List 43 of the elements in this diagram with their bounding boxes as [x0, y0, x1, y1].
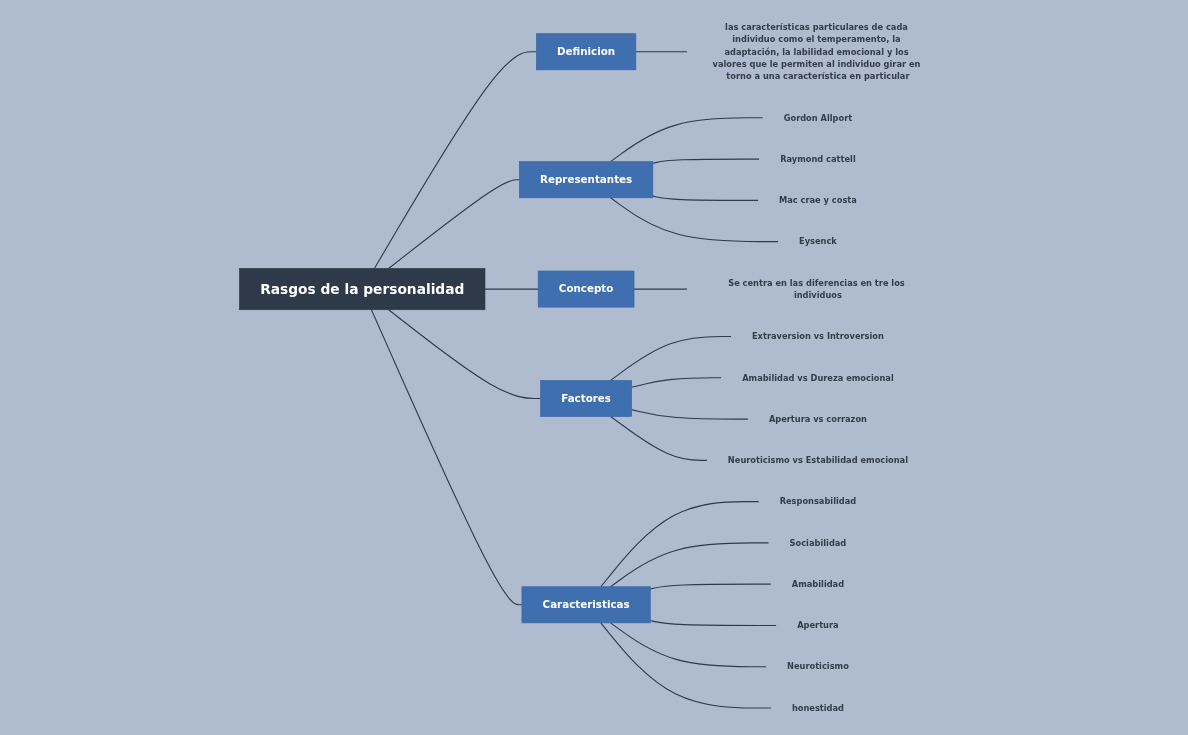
connector — [631, 409, 749, 420]
node-text: Sociabilidad — [789, 538, 847, 548]
node-box: Representantes — [518, 161, 654, 199]
connector — [649, 583, 772, 590]
node-box: Definicion — [535, 33, 637, 71]
connector — [609, 336, 732, 381]
connector — [652, 195, 759, 201]
connector — [388, 309, 542, 399]
node-text: Extraversion vs Introversion — [751, 331, 884, 342]
node-text: Se centra en las diferencias en tre los individuos — [728, 278, 905, 301]
connector — [609, 622, 767, 668]
node-text: Apertura — [797, 620, 839, 631]
node-text: honestidad — [791, 703, 844, 713]
node-text: Neuroticismo vs Estabilidad emocional — [727, 455, 908, 466]
node-box: Concepto — [537, 270, 635, 308]
node-text: Amabilidad — [791, 579, 845, 589]
node-text: Mac crae y costa — [778, 195, 857, 206]
connector — [370, 309, 523, 606]
connector — [609, 117, 764, 163]
connector — [635, 51, 688, 53]
connector — [609, 415, 708, 461]
connector — [609, 197, 779, 243]
connector — [600, 622, 772, 709]
node-box: Rasgos de la personalidad — [239, 268, 486, 311]
node-text: Amabilidad vs Dureza emocional — [742, 372, 894, 383]
connector — [600, 501, 760, 588]
node-text: Neuroticismo — [786, 661, 849, 672]
node-text: Eysenck — [798, 236, 837, 247]
node-text: Apertura vs corrazon — [768, 414, 867, 424]
node-box: Caracteristicas — [521, 586, 651, 624]
node-text: Raymond cattell — [780, 154, 856, 164]
connector — [484, 288, 539, 290]
node-text: Responsabilidad — [779, 496, 857, 507]
connector — [631, 377, 722, 388]
connector — [388, 179, 520, 269]
node-box: Factores — [540, 380, 632, 417]
connector — [652, 158, 760, 164]
node-text: las características particulares de cada individuo como el temperamento, la adaptación, la labilidad emocional y los valores que le permiten al individuo girar en torno a una característica en particular — [712, 22, 921, 82]
node-text: Gordon Allport — [783, 112, 853, 123]
connector — [649, 620, 778, 626]
connector — [373, 51, 537, 269]
connector — [633, 288, 688, 290]
connector — [609, 542, 770, 588]
